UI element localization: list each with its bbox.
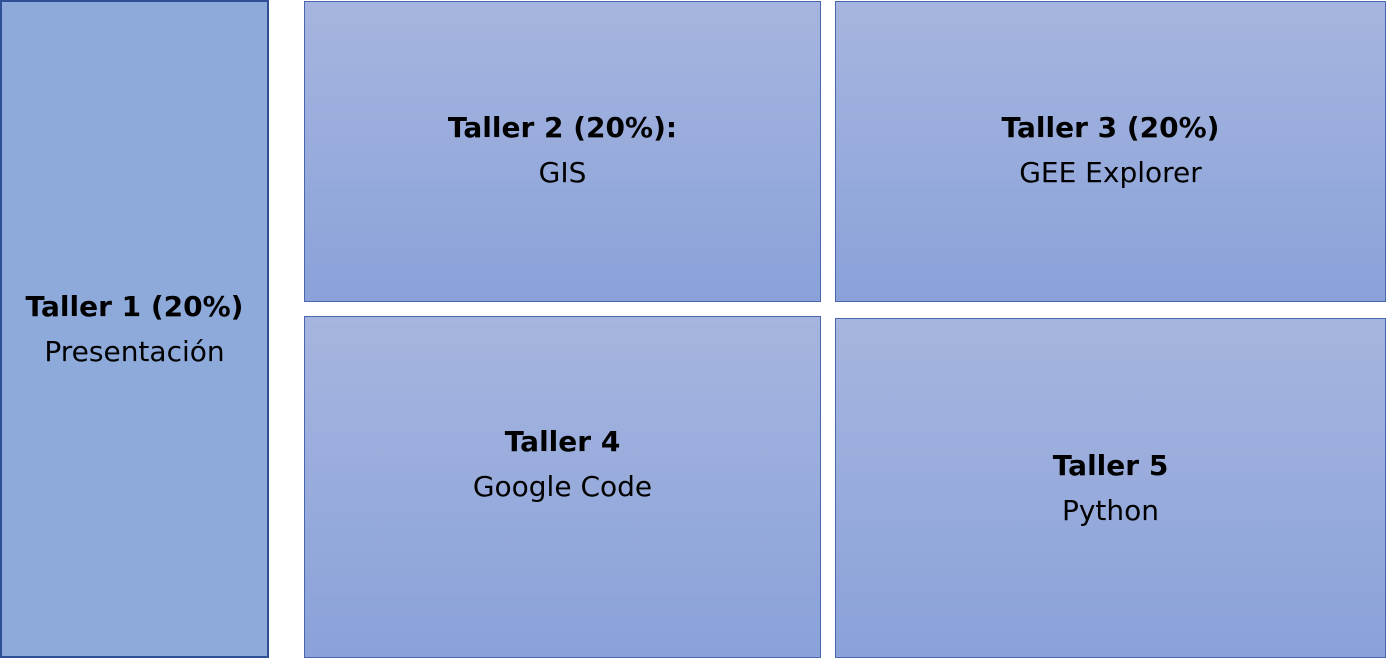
workshop-3-title: Taller 3 (20%) xyxy=(1001,110,1220,144)
workshop-box-4-content: Taller 4 Google Code xyxy=(473,419,652,509)
workshop-box-3-content: Taller 3 (20%) GEE Explorer xyxy=(1002,105,1220,195)
workshop-box-2-content: Taller 2 (20%): GIS xyxy=(448,105,677,195)
workshop-box-1-content: Taller 1 (20%) Presentación xyxy=(26,284,244,374)
workshop-box-4: Taller 4 Google Code xyxy=(304,316,821,658)
workshop-1-title: Taller 1 (20%) xyxy=(25,290,244,323)
workshop-3-subtitle: GEE Explorer xyxy=(1019,155,1202,189)
workshop-box-5-content: Taller 5 Python xyxy=(1053,443,1169,533)
workshop-4-title: Taller 4 xyxy=(504,424,621,458)
workshop-2-title: Taller 2 (20%): xyxy=(447,110,678,144)
workshop-1-subtitle: Presentación xyxy=(44,335,225,368)
workshop-box-1: Taller 1 (20%) Presentación xyxy=(0,0,269,658)
workshop-4-subtitle: Google Code xyxy=(472,469,653,503)
workshop-2-subtitle: GIS xyxy=(538,155,587,189)
workshop-box-3: Taller 3 (20%) GEE Explorer xyxy=(835,1,1386,302)
workshop-box-5: Taller 5 Python xyxy=(835,318,1386,658)
workshop-5-subtitle: Python xyxy=(1061,494,1160,527)
workshop-box-2: Taller 2 (20%): GIS xyxy=(304,1,821,302)
workshop-5-title: Taller 5 xyxy=(1052,449,1169,482)
